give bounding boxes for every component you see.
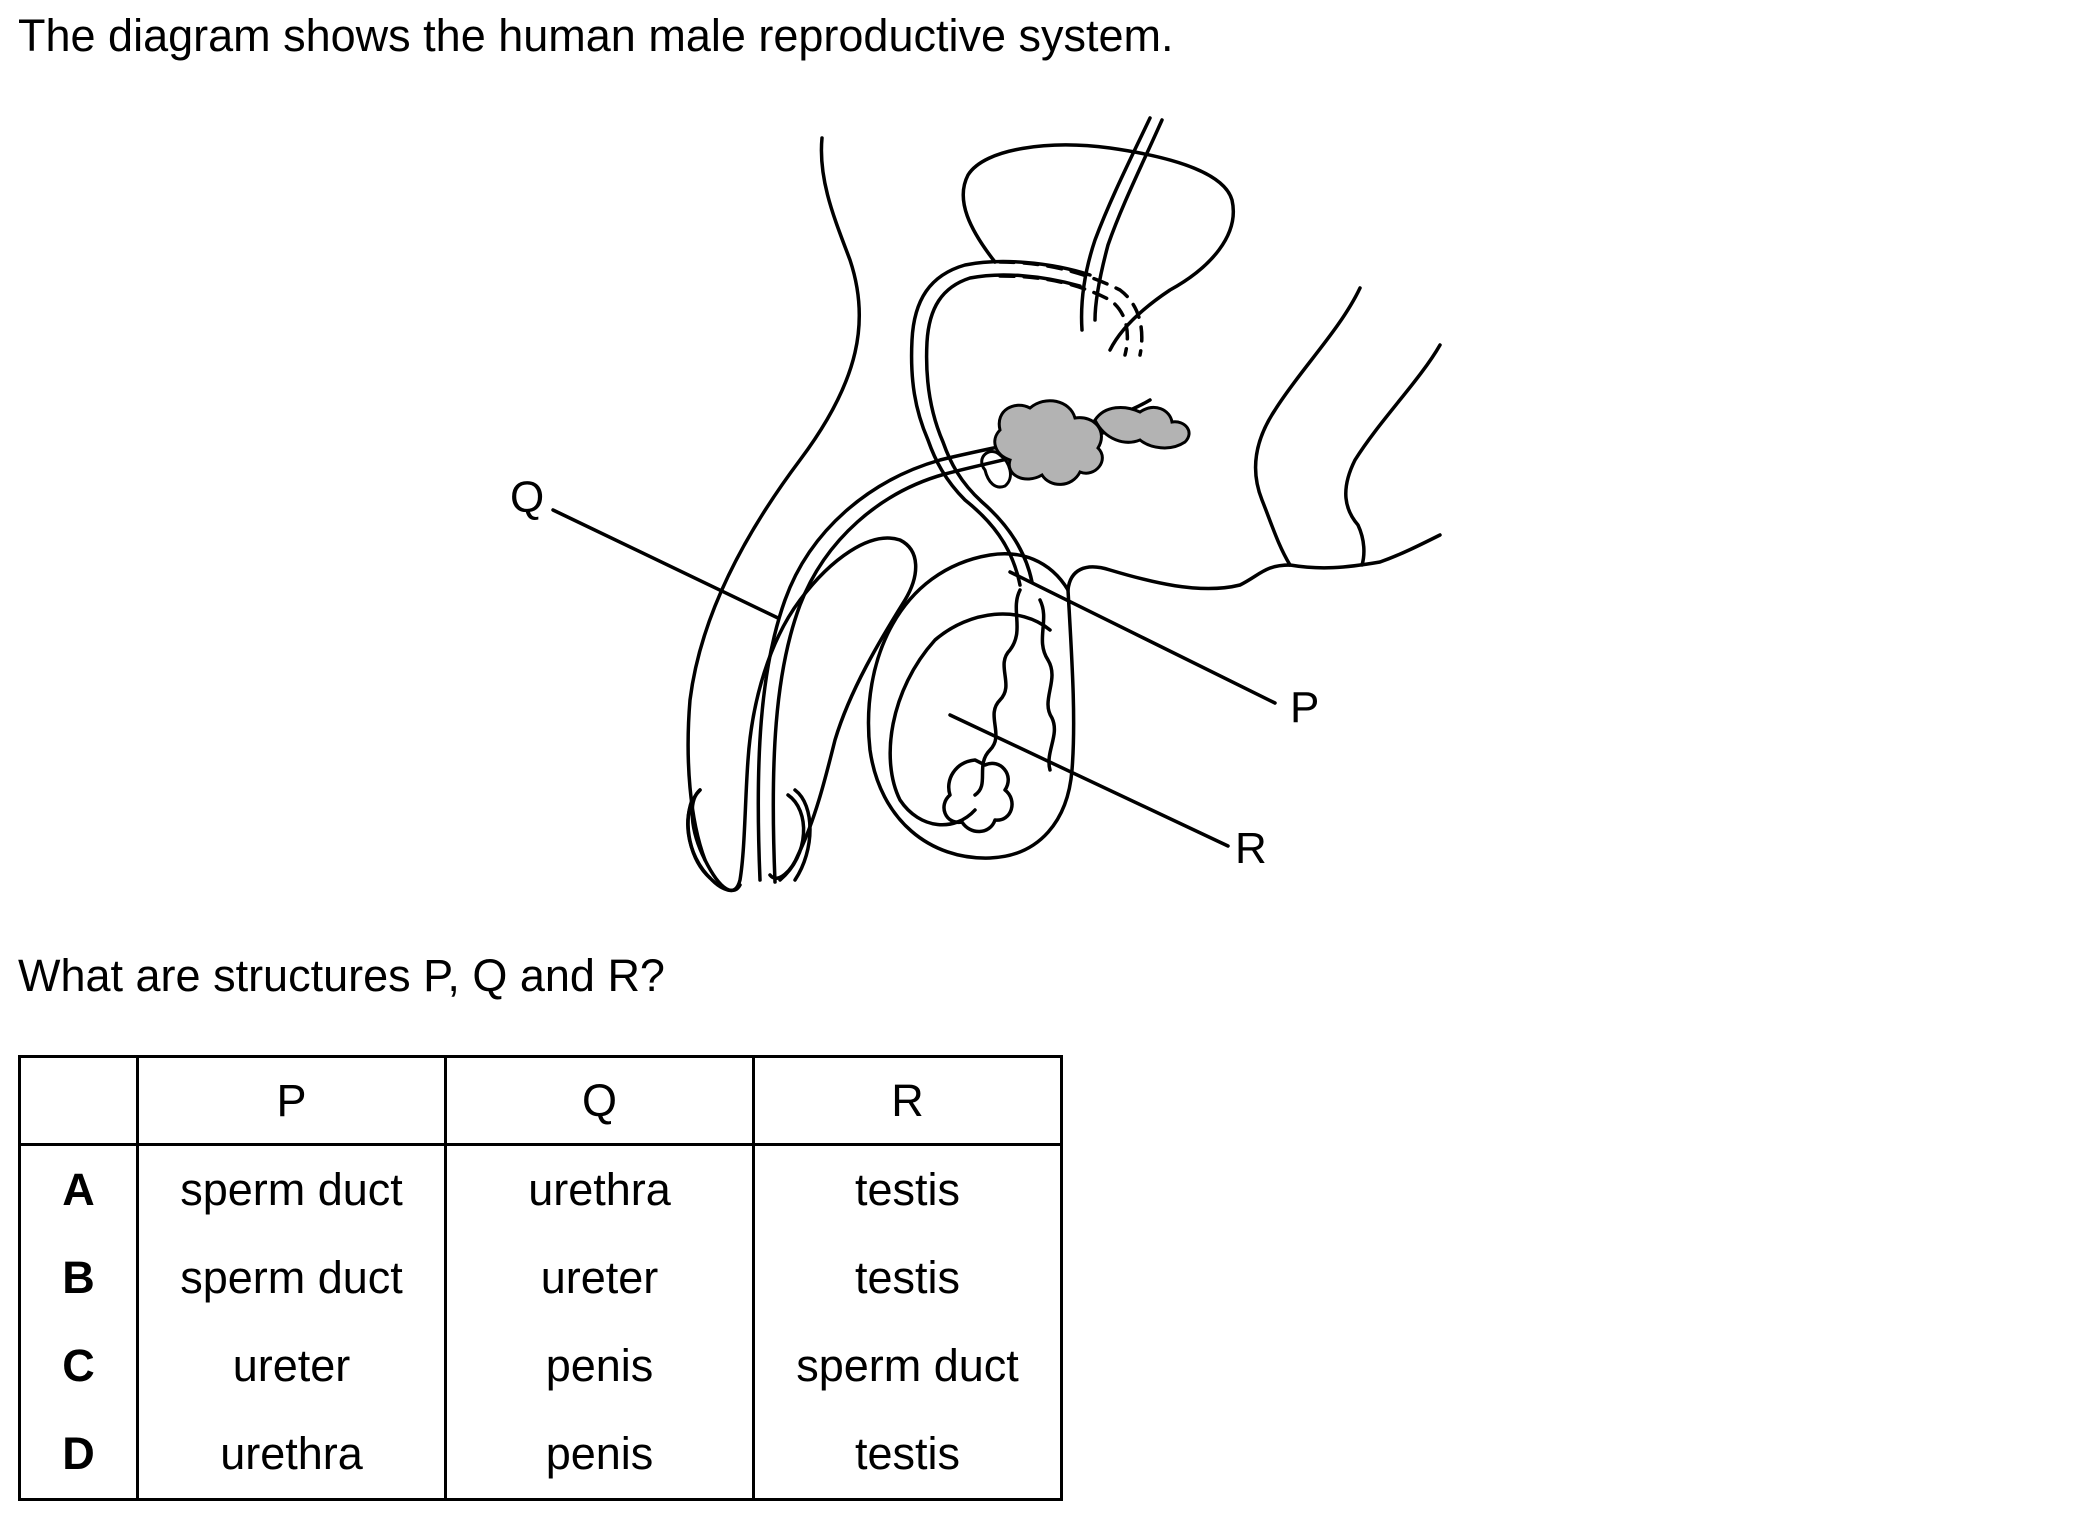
option-letter: C xyxy=(18,1322,139,1410)
option-letter: B xyxy=(18,1234,139,1322)
r-leader-line xyxy=(948,713,1230,848)
cell-r: testis xyxy=(752,1234,1063,1322)
bladder-outline xyxy=(961,143,1235,352)
perineum-outline xyxy=(1066,533,1442,592)
cell-p: sperm duct xyxy=(136,1144,447,1234)
cell-q: ureter xyxy=(444,1234,755,1322)
label-q: Q xyxy=(510,473,544,522)
header-blank xyxy=(18,1055,139,1146)
sperm-duct xyxy=(909,259,1092,587)
label-r: R xyxy=(1235,824,1267,873)
cell-r: testis xyxy=(752,1144,1063,1234)
scrotum-outline xyxy=(866,552,1076,860)
cell-p: ureter xyxy=(136,1322,447,1410)
ureter xyxy=(1079,116,1152,332)
table-row[interactable]: D urethra penis testis xyxy=(18,1410,1063,1501)
cell-q: penis xyxy=(444,1322,755,1410)
cowper-gland xyxy=(980,449,1012,489)
table-row[interactable]: B sperm duct ureter testis xyxy=(18,1234,1063,1322)
cell-p: urethra xyxy=(136,1410,447,1501)
option-letter: D xyxy=(18,1410,139,1501)
cell-q: penis xyxy=(444,1410,755,1501)
answer-table: P Q R A sperm duct urethra testis B sper… xyxy=(18,1055,1063,1501)
testis xyxy=(942,758,1014,834)
male-reproductive-system-diagram: Q P R xyxy=(510,116,1442,893)
cell-q: urethra xyxy=(444,1144,755,1234)
table-row[interactable]: C ureter penis sperm duct xyxy=(18,1322,1063,1410)
intro-text: The diagram shows the human male reprodu… xyxy=(18,10,1174,61)
header-r: R xyxy=(752,1055,1063,1146)
abdomen-outline xyxy=(686,136,862,862)
question-text: What are structures P, Q and R? xyxy=(18,950,665,1001)
p-leader-line xyxy=(1008,570,1277,705)
cell-p: sperm duct xyxy=(136,1234,447,1322)
q-leader-line xyxy=(551,508,780,620)
cell-r: sperm duct xyxy=(752,1322,1063,1410)
table-row[interactable]: A sperm duct urethra testis xyxy=(18,1144,1063,1234)
buttock-outline xyxy=(1253,286,1362,567)
seminal-vesicle xyxy=(1093,406,1191,450)
header-q: Q xyxy=(444,1055,755,1146)
header-p: P xyxy=(136,1055,447,1146)
option-letter: A xyxy=(18,1144,139,1234)
label-p: P xyxy=(1290,683,1319,732)
table-header-row: P Q R xyxy=(18,1055,1063,1146)
cell-r: testis xyxy=(752,1410,1063,1501)
